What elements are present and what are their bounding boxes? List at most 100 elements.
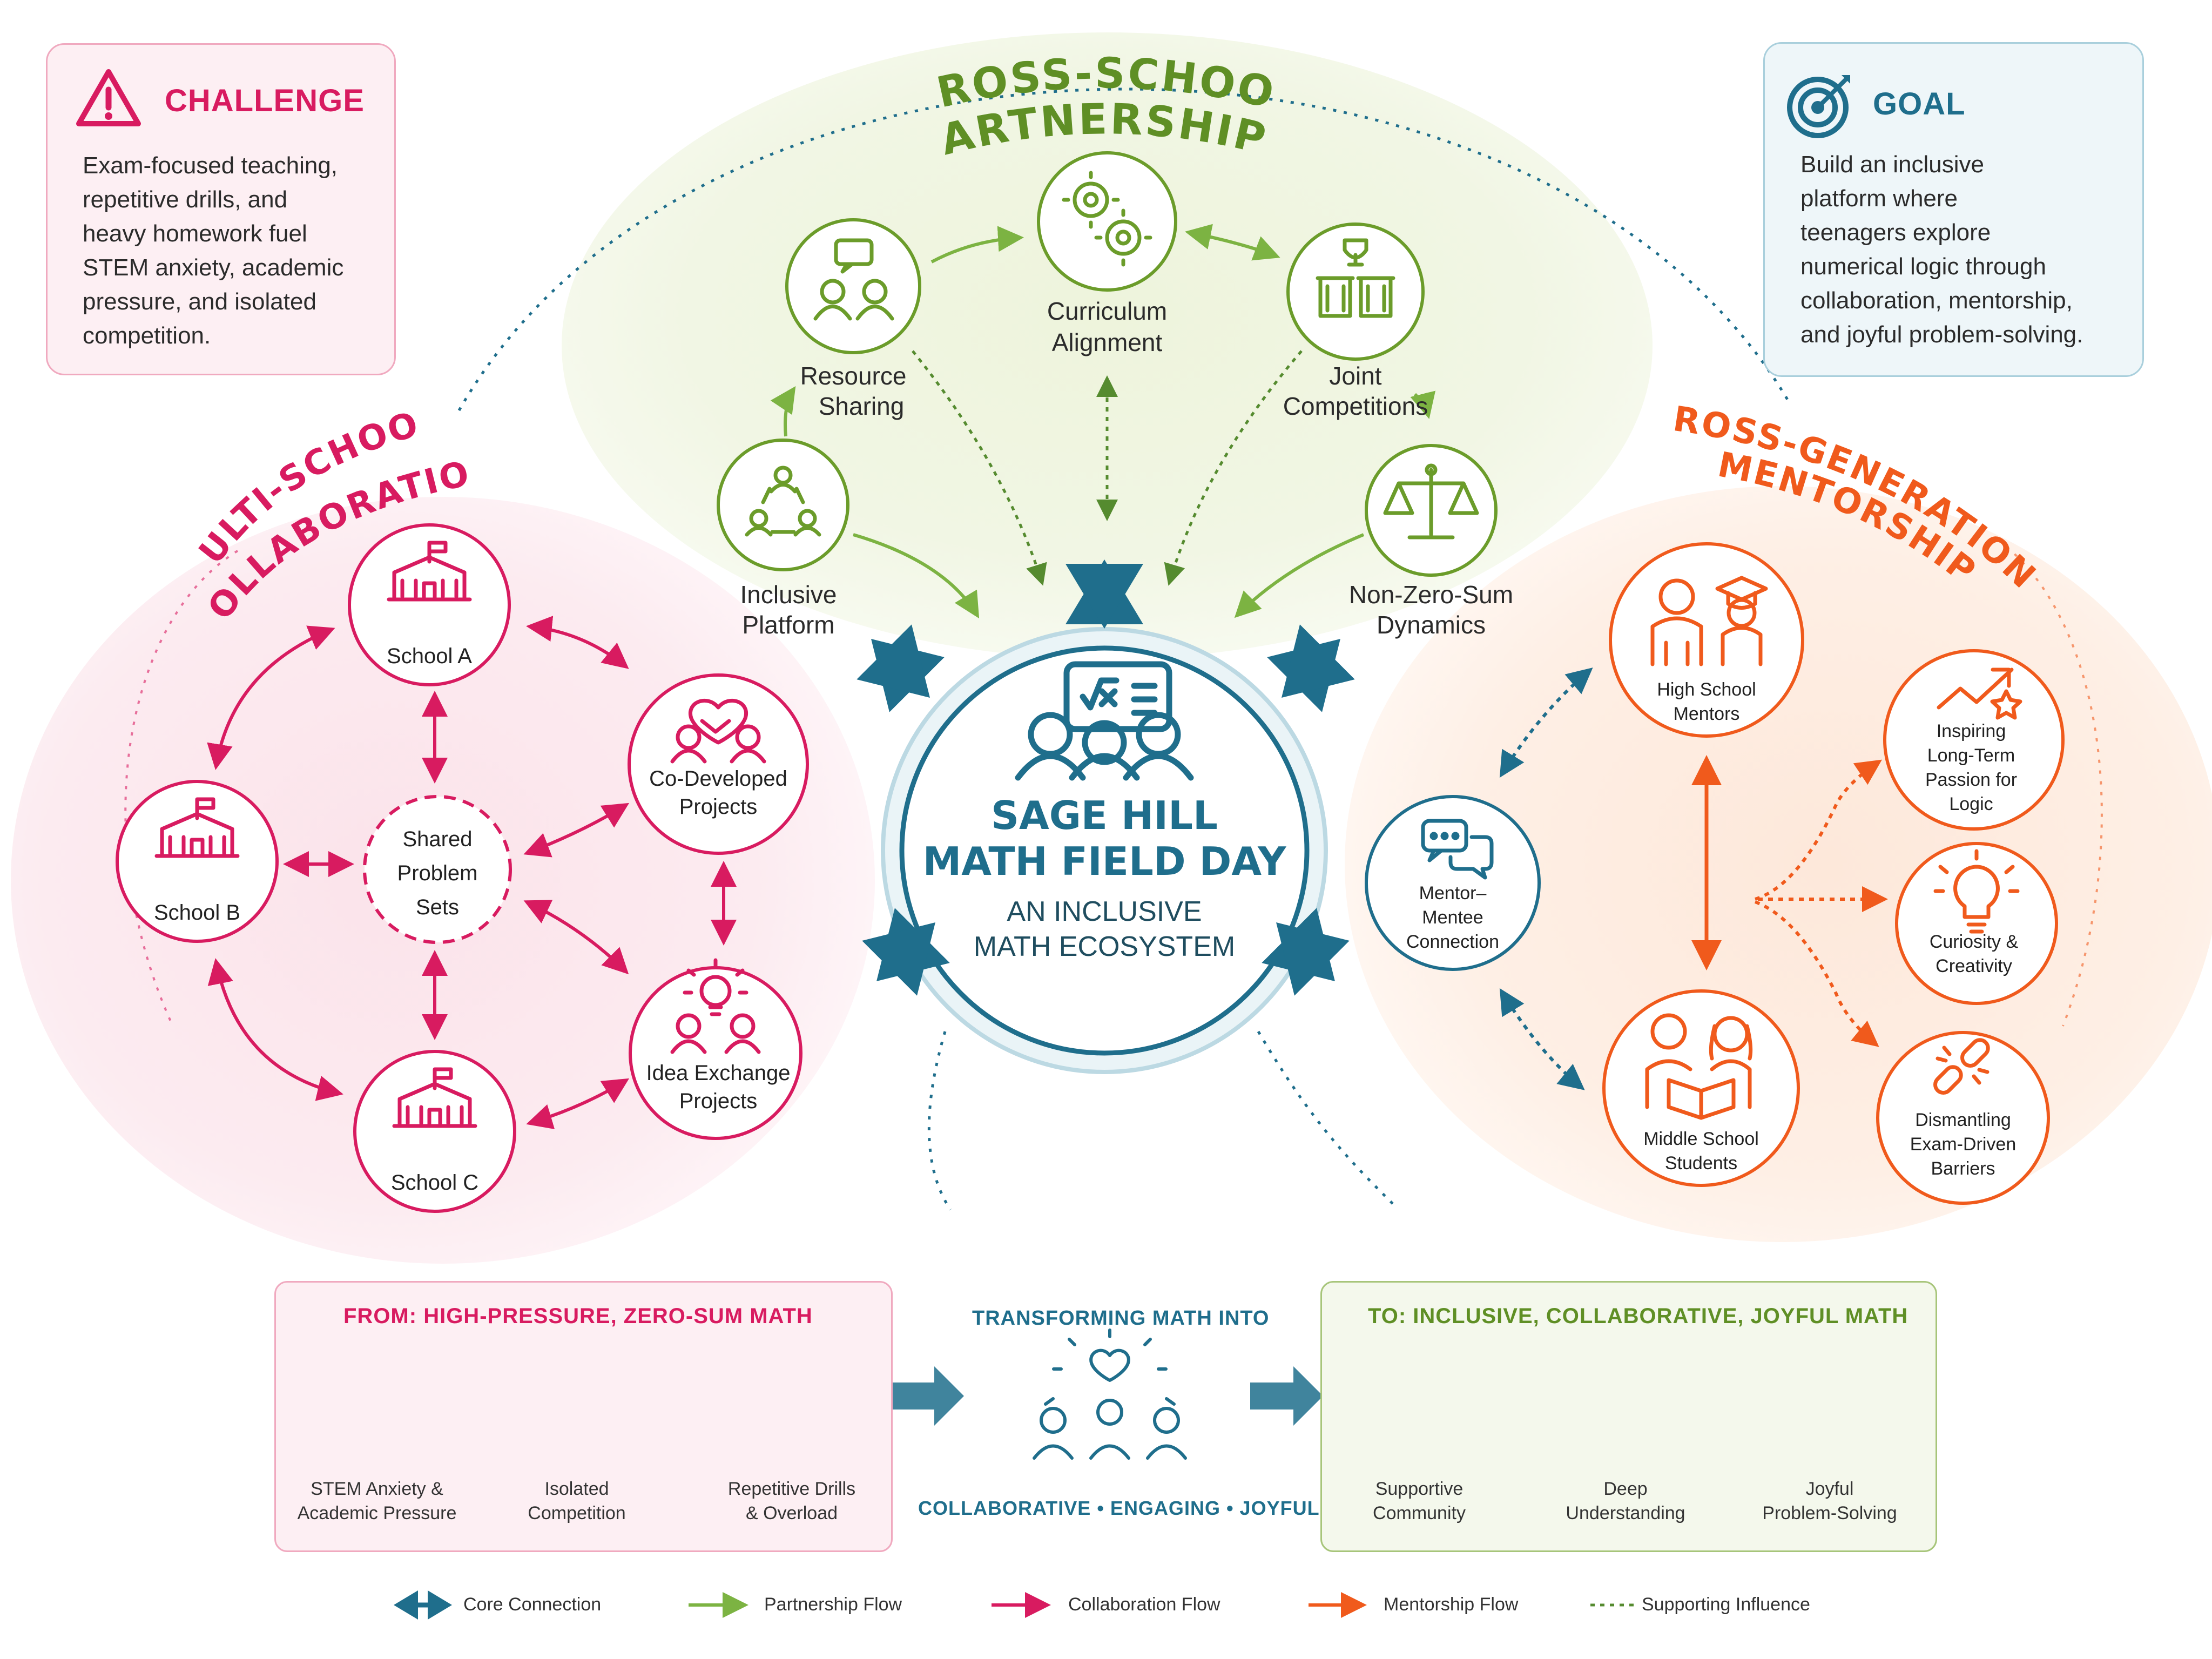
broken-chain-icon xyxy=(1933,1038,1990,1095)
to-item-line: Problem-Solving xyxy=(1762,1503,1897,1523)
arrow-shared-codev xyxy=(523,802,630,858)
arrow-platform-to-hub xyxy=(853,533,980,619)
transform-arrow-left xyxy=(891,1366,964,1426)
from-item-line: Repetitive Drills xyxy=(727,1479,856,1499)
students-reading-icon xyxy=(1645,1013,1753,1120)
resource-sharing-node[interactable] xyxy=(785,218,921,354)
hub-subtitle-1: AN INCLUSIVE xyxy=(1007,896,1202,927)
inspiring-label-2: Long-Term xyxy=(1927,745,2015,766)
to-item-community: Supportive Community xyxy=(1322,1477,1516,1526)
to-item-line: Joyful xyxy=(1805,1479,1854,1499)
from-item-line: STEM Anxiety & xyxy=(311,1479,443,1499)
goal-title: GOAL xyxy=(1873,86,1966,122)
school-b-node[interactable] xyxy=(116,780,279,943)
transform-bottom-label: COLLABORATIVE • ENGAGING • JOYFUL xyxy=(918,1497,1320,1519)
arrow-schoolC-idea xyxy=(526,1078,630,1129)
shared-problem-sets-node[interactable] xyxy=(363,795,512,944)
dismantling-label-3: Barriers xyxy=(1931,1158,1995,1179)
mentor-mentee-node[interactable] xyxy=(1365,795,1541,971)
hub-subtitle-2: MATH ECOSYSTEM xyxy=(974,931,1235,962)
curriculum-label-2: Alignment xyxy=(1052,328,1163,356)
co-developed-node[interactable] xyxy=(628,673,809,855)
curiosity-label-2: Creativity xyxy=(1936,956,2012,976)
to-item-understanding: Deep Understanding xyxy=(1528,1477,1723,1526)
legend-partnership-flow: Partnership Flow xyxy=(764,1594,902,1615)
nonzero-label-1: Non-Zero-Sum xyxy=(1349,581,1513,609)
arrow-schoolA-codev xyxy=(526,616,629,669)
hub-title-2: MATH FIELD DAY xyxy=(923,839,1287,884)
arrow-shared-idea xyxy=(523,900,629,975)
curriculum-alignment-node[interactable] xyxy=(1037,151,1177,292)
network-people-icon xyxy=(745,466,821,537)
connection-label-2: Mentee xyxy=(1422,907,1483,928)
school-icon xyxy=(154,797,240,858)
resource-sharing-label-1: Resource xyxy=(800,362,907,390)
from-item-drills: Repetitive Drills & Overload xyxy=(694,1477,889,1526)
challenge-line: pressure, and isolated xyxy=(83,288,316,315)
to-item-line: Deep xyxy=(1603,1479,1648,1499)
dismantling-node[interactable] xyxy=(1876,1031,2050,1205)
transform-arrow-right xyxy=(1250,1366,1323,1426)
goal-line: numerical logic through xyxy=(1800,253,2046,280)
hub-circle[interactable] xyxy=(899,645,1310,1056)
school-a-node[interactable] xyxy=(348,523,511,686)
mentors-label-1: High School xyxy=(1657,679,1756,700)
goal-line: Build an inclusive xyxy=(1800,151,1984,178)
teacher-board-icon xyxy=(1015,661,1194,781)
school-c-label: School C xyxy=(391,1171,478,1195)
to-item-line: Understanding xyxy=(1566,1503,1685,1523)
transform-top-label: TRANSFORMING MATH INTO xyxy=(972,1307,1270,1330)
chat-people-icon xyxy=(813,238,894,321)
goal-card: GOAL Build an inclusive platform where t… xyxy=(1763,42,2144,377)
inspiring-label-3: Passion for xyxy=(1925,770,2017,790)
arrow-resource-to-curriculum xyxy=(930,226,1024,264)
from-item-line: Isolated xyxy=(544,1479,609,1499)
dotted-connection-students xyxy=(1499,988,1585,1090)
outer-ring-top xyxy=(457,87,1789,412)
school-icon xyxy=(392,1067,477,1128)
heart-team-icon xyxy=(1033,1328,1187,1460)
students-label-1: Middle School xyxy=(1643,1129,1759,1149)
joint-competitions-node[interactable] xyxy=(1286,222,1425,361)
core-connection-arrows xyxy=(857,559,1355,996)
inspiring-node[interactable] xyxy=(1883,649,2065,831)
platform-label-2: Platform xyxy=(742,611,834,639)
idea-label-2: Projects xyxy=(679,1089,758,1113)
dismantling-label-1: Dismantling xyxy=(1915,1110,2011,1130)
inclusive-platform-node[interactable] xyxy=(717,439,849,571)
challenge-line: heavy homework fuel xyxy=(83,220,307,247)
inspiring-label-1: Inspiring xyxy=(1937,721,2006,741)
students-label-2: Students xyxy=(1665,1153,1737,1174)
lightbulb-icon xyxy=(1933,849,2020,934)
arrow-schoolB-schoolC xyxy=(207,958,343,1101)
to-item-problem-solving: Joyful Problem-Solving xyxy=(1732,1477,1927,1526)
to-title: TO: INCLUSIVE, COLLABORATIVE, JOYFUL MAT… xyxy=(1368,1304,1908,1328)
warning-icon xyxy=(76,69,141,126)
shared-label-2: Problem xyxy=(397,861,478,885)
platform-label-1: Inclusive xyxy=(740,581,837,609)
nonzero-label-2: Dynamics xyxy=(1377,611,1486,639)
challenge-line: repetitive drills, and xyxy=(83,186,288,213)
curiosity-label-1: Curiosity & xyxy=(1930,932,2019,952)
challenge-text: Exam-focused teaching, repetitive drills… xyxy=(83,149,390,353)
challenge-line: STEM anxiety, academic xyxy=(83,254,344,281)
codev-label-1: Co-Developed xyxy=(649,767,787,791)
core-arrow-top-right xyxy=(1267,624,1355,712)
school-b-label: School B xyxy=(154,901,240,925)
to-box: TO: INCLUSIVE, COLLABORATIVE, JOYFUL MAT… xyxy=(1320,1281,1937,1552)
joint-label-1: Joint xyxy=(1329,362,1381,390)
school-c-node[interactable] xyxy=(353,1050,516,1213)
connection-label-1: Mentor– xyxy=(1419,883,1487,903)
from-box: FROM: HIGH-PRESSURE, ZERO-SUM MATH STEM … xyxy=(274,1281,893,1552)
inspiring-label-4: Logic xyxy=(1949,794,1993,814)
mentor-graduate-icon xyxy=(1650,576,1768,666)
lightbulb-people-icon xyxy=(670,958,761,1054)
legend-mentorship-flow: Mentorship Flow xyxy=(1384,1594,1519,1615)
core-arrow-top-left xyxy=(857,624,945,712)
shared-label-1: Shared xyxy=(403,827,473,851)
from-item-line: & Overload xyxy=(745,1503,838,1523)
goal-line: teenagers explore xyxy=(1800,219,1991,246)
from-title: FROM: HIGH-PRESSURE, ZERO-SUM MATH xyxy=(343,1304,813,1328)
core-arrow-bottom-right xyxy=(1262,908,1350,996)
